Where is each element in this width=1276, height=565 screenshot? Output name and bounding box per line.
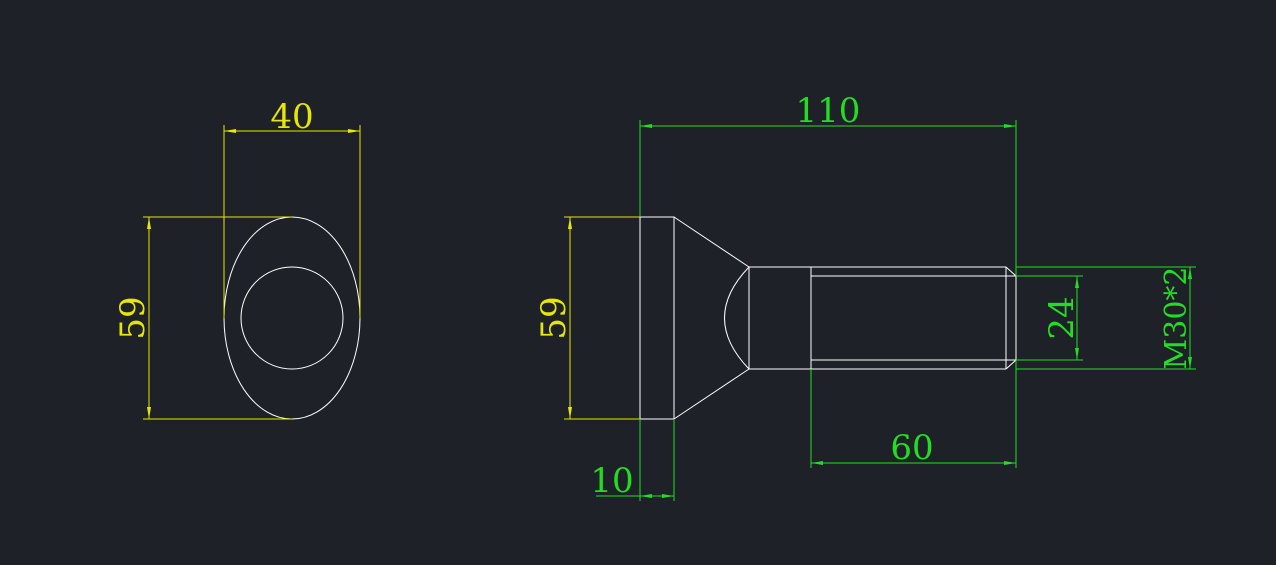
arrowhead bbox=[1075, 348, 1079, 360]
taper-edge-bottom bbox=[673, 368, 750, 420]
dimension-height-59-left: 59 bbox=[113, 216, 292, 420]
taper-edge-top bbox=[673, 216, 750, 268]
end-view-outer-ellipse bbox=[223, 216, 361, 420]
dimension-label-thread-length: 60 bbox=[890, 428, 933, 468]
dimension-label-minor-diameter: 24 bbox=[1042, 296, 1082, 339]
chamfer-bottom bbox=[1005, 359, 1017, 370]
arrowhead bbox=[568, 407, 572, 419]
dimension-minor-diameter-24: 24 bbox=[1016, 275, 1083, 361]
dimension-thickness-10: 10 bbox=[590, 419, 675, 501]
arrowhead bbox=[1004, 124, 1016, 128]
dimension-label-overall-length: 110 bbox=[796, 91, 861, 131]
arrowhead bbox=[568, 217, 572, 229]
neck-fillet-arc bbox=[724, 266, 750, 370]
arrowhead bbox=[640, 124, 652, 128]
dimension-label-thread-spec: M30*2 bbox=[1159, 267, 1194, 370]
arrowhead bbox=[147, 407, 151, 419]
dimension-height-59-right: 59 bbox=[534, 216, 640, 420]
arrowhead bbox=[640, 494, 652, 498]
arrowhead bbox=[348, 129, 360, 133]
end-view-inner-circle bbox=[240, 266, 344, 370]
left-view: 40 59 bbox=[113, 97, 361, 420]
dimension-length-110: 110 bbox=[639, 91, 1017, 276]
arrowhead bbox=[1188, 357, 1192, 369]
arrowhead bbox=[662, 494, 674, 498]
arrowhead bbox=[1075, 276, 1079, 288]
dimension-thread-spec: M30*2 bbox=[1016, 266, 1196, 370]
arrowhead bbox=[811, 461, 823, 465]
right-view: 110 59 10 60 bbox=[534, 91, 1196, 501]
chamfer-top bbox=[1005, 266, 1017, 277]
bolt-head bbox=[639, 216, 675, 420]
dimension-label-head-height: 59 bbox=[534, 296, 574, 339]
arrowhead bbox=[147, 217, 151, 229]
dimension-label-height: 59 bbox=[113, 296, 153, 339]
arrowhead bbox=[224, 129, 236, 133]
dimension-label-head-thickness: 10 bbox=[590, 461, 633, 501]
dimension-label-width: 40 bbox=[270, 97, 313, 137]
arrowhead bbox=[1188, 267, 1192, 279]
dimension-thread-length-60: 60 bbox=[810, 360, 1017, 468]
end-view-outline bbox=[223, 216, 361, 420]
dimension-width-40: 40 bbox=[223, 97, 361, 318]
arrowhead bbox=[1004, 461, 1016, 465]
bolt-outline bbox=[639, 216, 1017, 420]
